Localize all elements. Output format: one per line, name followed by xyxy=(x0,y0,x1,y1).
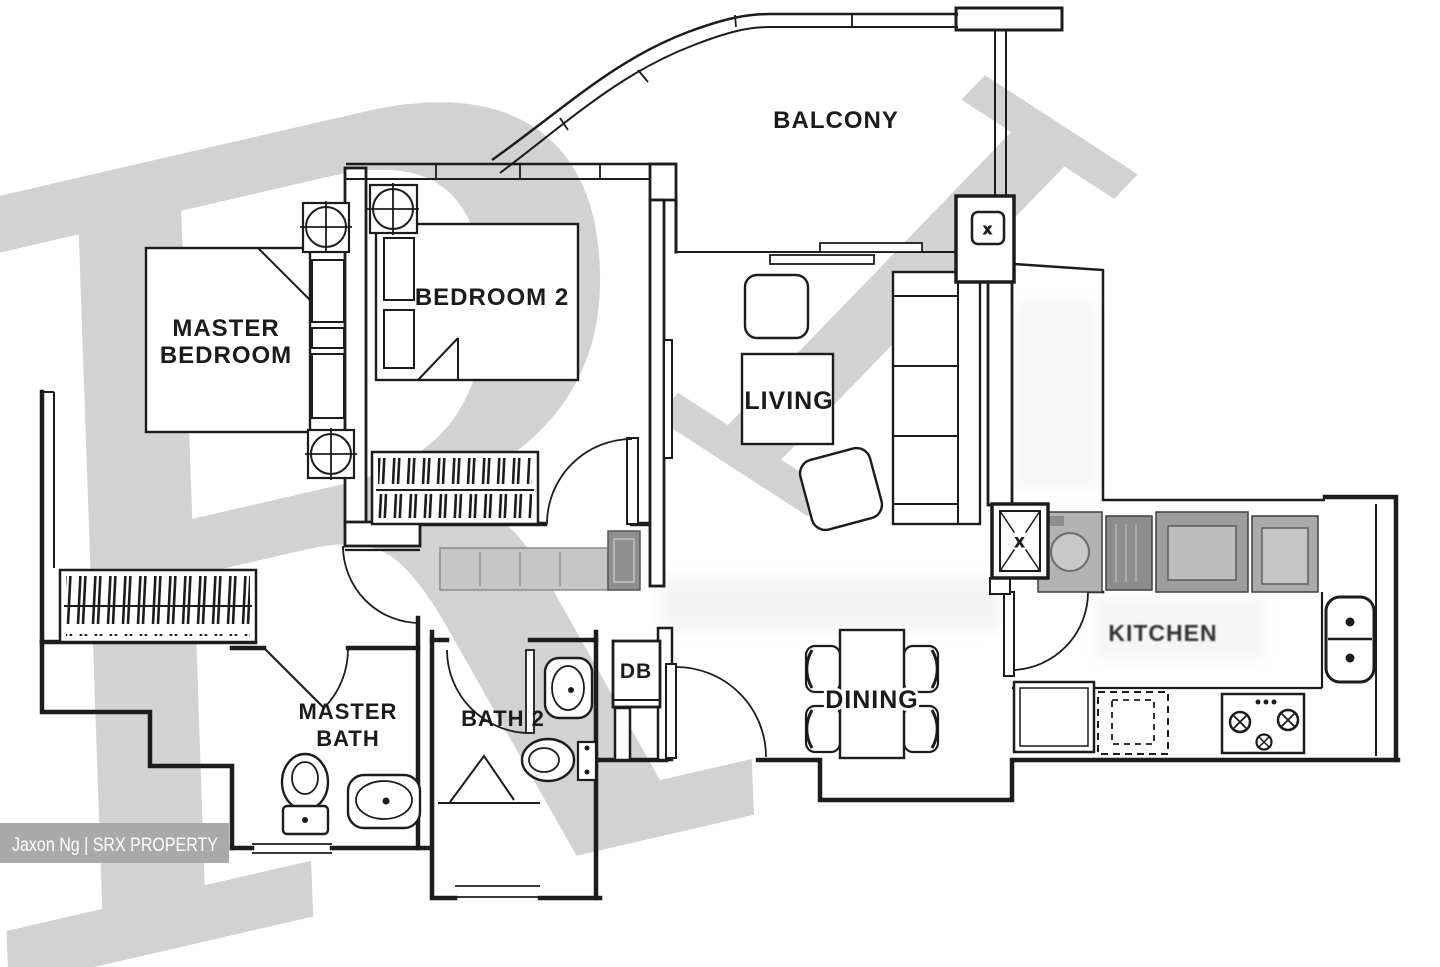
dishwasher-icon xyxy=(1097,691,1169,755)
bath2-door xyxy=(446,649,535,734)
balcony-column-icon: x xyxy=(954,194,1016,284)
label-balcony: BALCONY xyxy=(773,107,899,134)
master-bath-fixtures xyxy=(280,752,422,836)
bath2-fixtures xyxy=(438,656,598,804)
room-labels: BALCONY BEDROOM 2 MASTER BEDROOM LIVING … xyxy=(160,107,1217,751)
ottoman xyxy=(798,446,884,532)
label-master-bedroom-2: BEDROOM xyxy=(160,342,292,369)
shower-door xyxy=(449,754,515,803)
aircon-icons xyxy=(300,183,419,480)
windows xyxy=(42,12,1007,898)
dining-table xyxy=(838,628,906,760)
kitchen-column-icon: X xyxy=(990,502,1050,580)
kitchen-column-marker: X xyxy=(1015,534,1025,550)
basin-icon xyxy=(346,773,422,830)
living-furniture xyxy=(663,270,982,532)
ledge-boundary xyxy=(1013,262,1325,502)
master-bath-door xyxy=(263,647,349,709)
kitchen-counters xyxy=(1012,592,1376,755)
armchair xyxy=(743,273,810,340)
bedroom2-furniture xyxy=(370,222,580,526)
kitchen-appliances xyxy=(1037,511,1319,593)
coffee-table xyxy=(740,352,835,446)
master-bedroom-furniture xyxy=(58,246,345,644)
soft-shadows xyxy=(660,300,1265,660)
stove-icon xyxy=(1220,692,1306,755)
label-kitchen: KITCHEN xyxy=(1108,620,1217,646)
wardrobe-bedroom2 xyxy=(370,450,540,526)
tv-console xyxy=(663,339,673,459)
sofa xyxy=(891,270,982,526)
balcony-column-marker: x xyxy=(983,221,992,238)
fridge-icon xyxy=(1012,680,1096,754)
label-master-bath-1: MASTER xyxy=(299,699,398,724)
credit-badge: Jaxon Ng | SRX PROPERTY xyxy=(0,823,229,863)
hallway-cabinet xyxy=(439,530,641,591)
label-master-bath-2: BATH xyxy=(316,726,379,751)
label-dining: DINING xyxy=(825,686,919,714)
dining-set xyxy=(804,628,940,760)
entrance-door xyxy=(665,663,767,759)
doors xyxy=(263,437,1089,759)
label-bath2: BATH 2 xyxy=(461,706,545,731)
label-living: LIVING xyxy=(744,387,833,415)
sliding-door xyxy=(676,242,958,265)
label-bedroom2: BEDROOM 2 xyxy=(415,284,569,311)
master-bedroom-door xyxy=(342,545,421,624)
wardrobe-master xyxy=(58,568,258,644)
credit-text: Jaxon Ng | SRX PROPERTY xyxy=(12,835,218,856)
columns: x X xyxy=(954,194,1050,580)
label-db: DB xyxy=(620,660,652,683)
db-box xyxy=(611,639,662,709)
toilet2-icon xyxy=(520,737,598,783)
label-master-bedroom-1: MASTER xyxy=(172,315,279,342)
kitchen-door xyxy=(989,577,1089,677)
sink-icon xyxy=(1324,595,1376,684)
bedroom2-door xyxy=(546,437,639,525)
basin2-icon xyxy=(543,656,594,720)
